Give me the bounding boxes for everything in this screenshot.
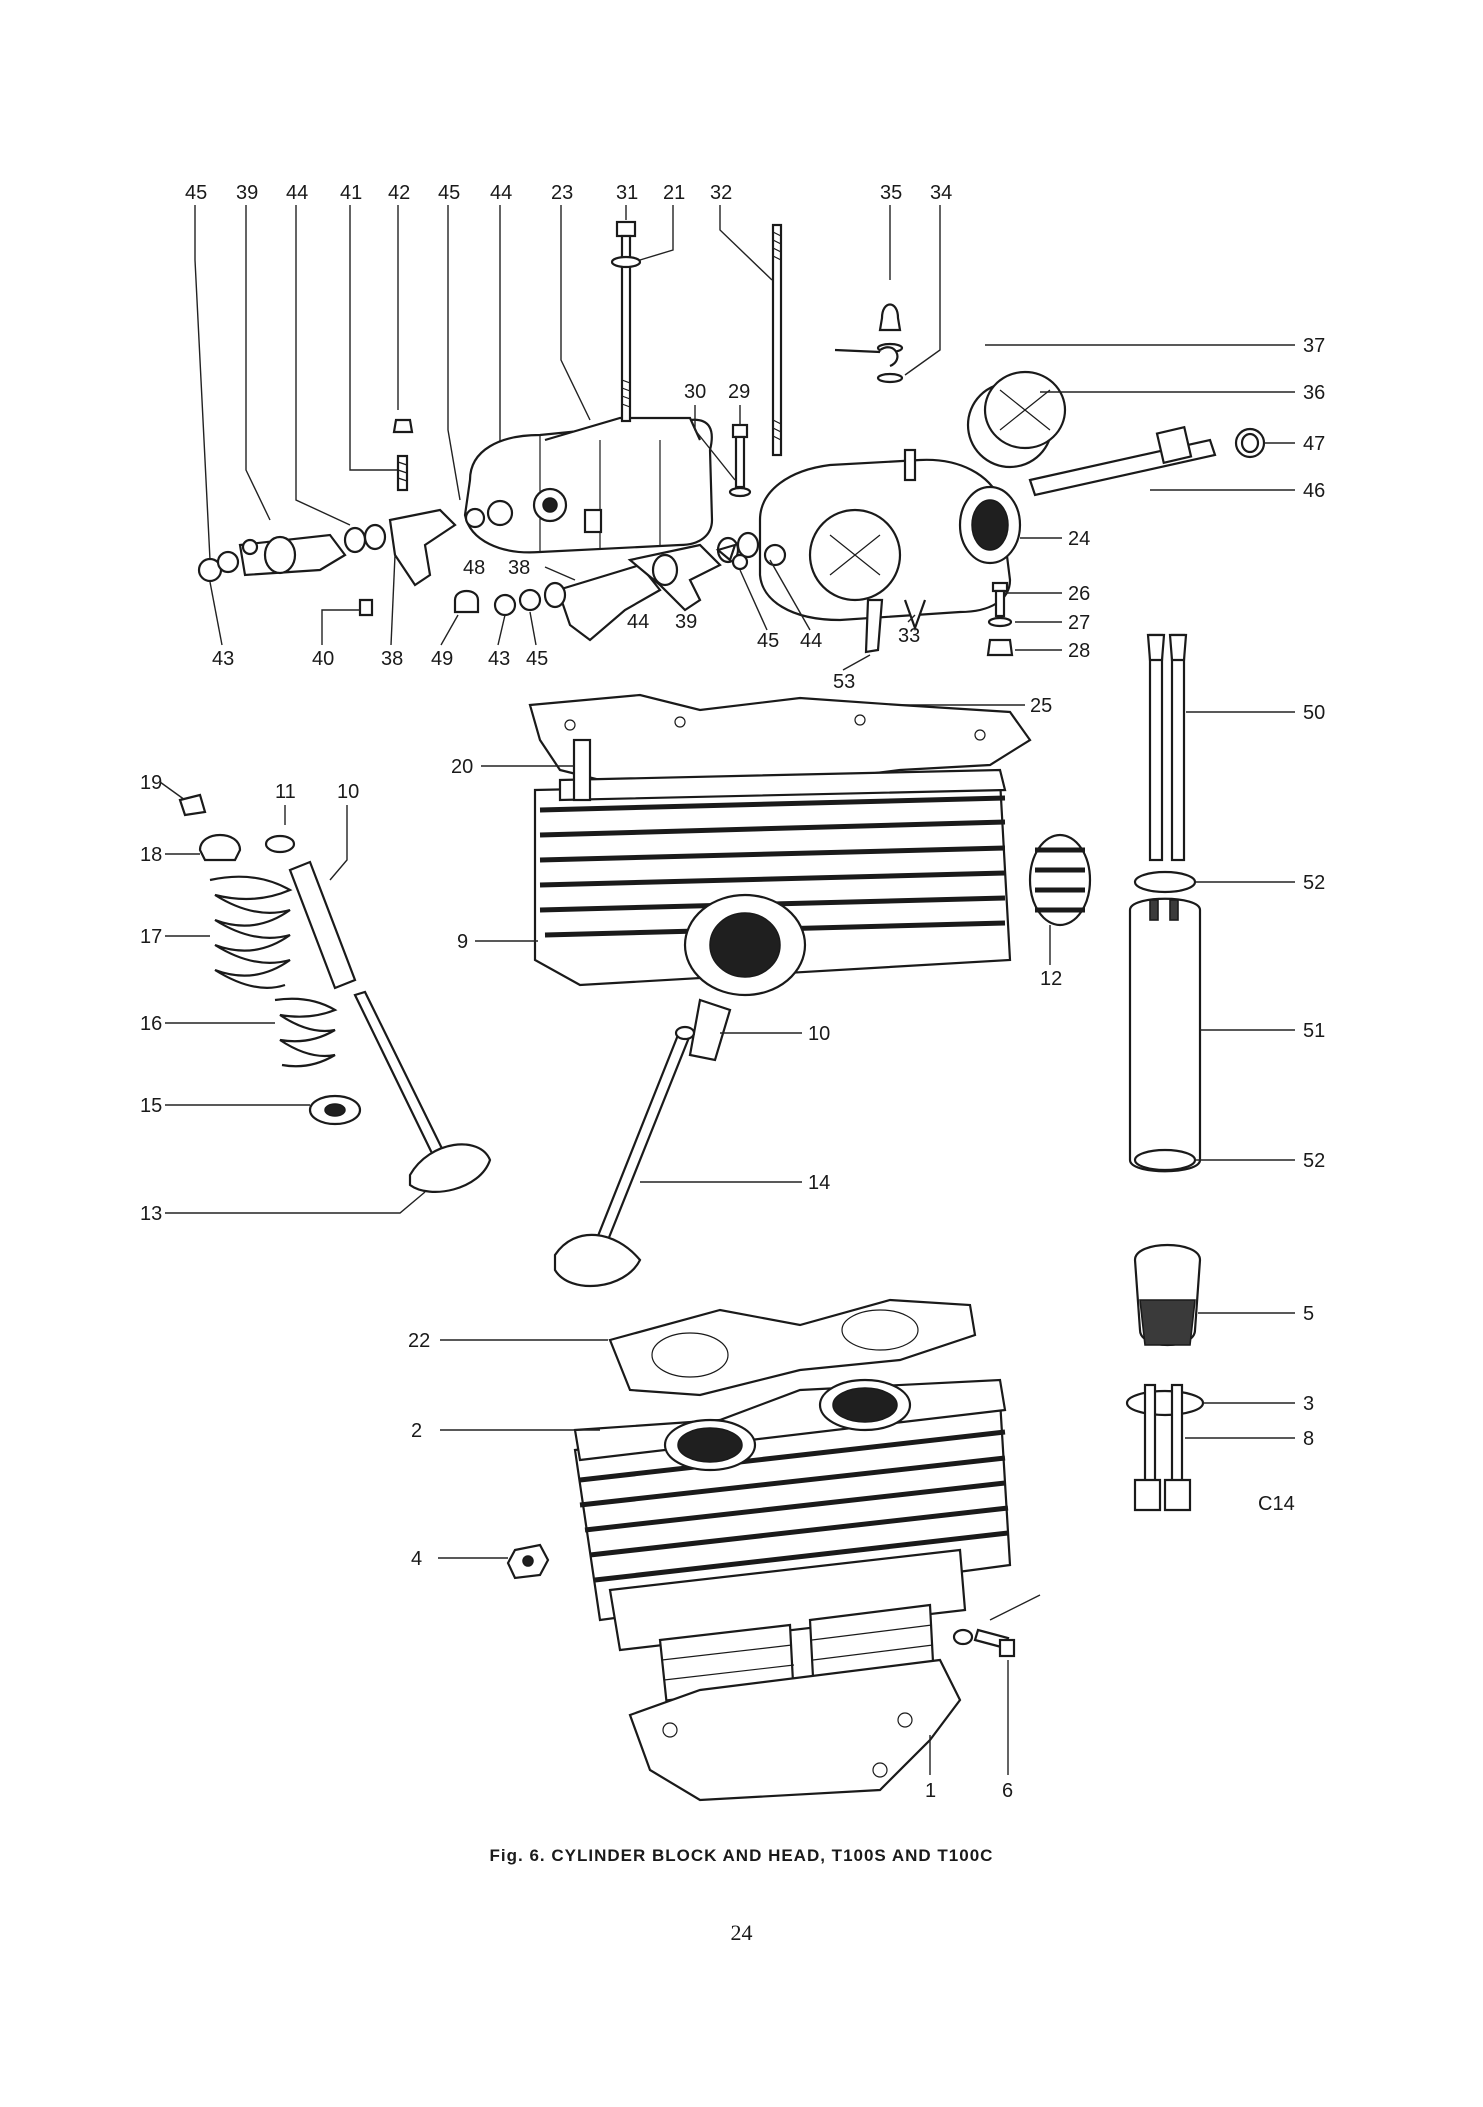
callout-14: 14 — [808, 1172, 830, 1194]
callout-45: 45 — [757, 630, 779, 652]
callout-5: 5 — [1303, 1303, 1314, 1325]
rocker-box-right — [758, 448, 1022, 632]
rocker-arms-left — [197, 418, 457, 617]
callout-44: 44 — [286, 182, 308, 204]
callout-27: 27 — [1068, 612, 1090, 634]
callout-16: 16 — [140, 1013, 162, 1035]
oil-feed-pipe — [1028, 425, 1266, 497]
inspection-cap — [966, 370, 1067, 469]
callout-50: 50 — [1303, 702, 1325, 724]
callout-51: 51 — [1303, 1020, 1325, 1042]
nut-4: 4 — [411, 1543, 550, 1580]
callout-38: 38 — [381, 648, 403, 670]
callout-11: 11 — [275, 781, 296, 803]
callout-39: 39 — [675, 611, 697, 633]
callout-2: 2 — [411, 1420, 422, 1442]
callout-22: 22 — [408, 1330, 430, 1352]
studs — [610, 220, 783, 457]
top-callout-row: 45 39 44 41 42 45 44 23 31 21 32 35 34 — [185, 182, 952, 204]
valve-exhaust — [553, 1025, 696, 1288]
valve-parts-left: 19 11 10 18 17 16 15 13 — [140, 772, 492, 1225]
callout-12: 12 — [1040, 968, 1062, 990]
callout-20: 20 — [451, 756, 473, 778]
push-rod-parts: 50 52 51 52 — [1128, 633, 1325, 1173]
callout-45: 45 — [185, 182, 207, 204]
callout-23: 23 — [551, 182, 573, 204]
callout-38: 38 — [508, 557, 530, 579]
callout-13: 13 — [140, 1203, 162, 1225]
callout-53: 53 — [833, 671, 855, 693]
top-leader-lines — [194, 205, 941, 561]
callout-36: 36 — [1303, 382, 1325, 404]
callout-44: 44 — [490, 182, 512, 204]
callout-1: 1 — [925, 1780, 936, 1802]
figure-caption: Fig. 6. CYLINDER BLOCK AND HEAD, T100S A… — [489, 1846, 994, 1865]
callout-4: 4 — [411, 1548, 422, 1570]
callout-28: 28 — [1068, 640, 1090, 662]
head-gasket: 22 — [408, 1298, 977, 1397]
callout-47: 47 — [1303, 433, 1325, 455]
right-top-callouts: 37 36 47 46 24 26 27 28 — [985, 335, 1325, 662]
callout-18: 18 — [140, 844, 162, 866]
callout-29: 29 — [728, 381, 750, 403]
cap-nut-and-washers — [834, 303, 904, 384]
callout-37: 37 — [1303, 335, 1325, 357]
callout-46: 46 — [1303, 480, 1325, 502]
page-number: 24 — [730, 1920, 753, 1945]
callout-32: 32 — [710, 182, 732, 204]
callout-15: 15 — [140, 1095, 162, 1117]
callout-9: 9 — [457, 931, 468, 953]
bottom-row-left-callouts: 43 40 38 49 43 45 — [209, 554, 548, 670]
figure-code: C14 — [1258, 1493, 1295, 1515]
cylinder-block: 2 — [411, 1378, 1012, 1802]
callout-26: 26 — [1068, 583, 1090, 605]
callout-45: 45 — [438, 182, 460, 204]
callout-19: 19 — [140, 772, 162, 794]
callout-30: 30 — [684, 381, 706, 403]
callout-34: 34 — [930, 182, 952, 204]
callout-44: 44 — [800, 630, 822, 652]
callout-17: 17 — [140, 926, 162, 948]
callout-45: 45 — [526, 648, 548, 670]
callout-41: 41 — [340, 182, 362, 204]
callout-39: 39 — [236, 182, 258, 204]
callout-42: 42 — [388, 182, 410, 204]
callout-44: 44 — [627, 611, 649, 633]
callout-8: 8 — [1303, 1428, 1314, 1450]
callout-40: 40 — [312, 648, 334, 670]
callout-10: 10 — [808, 1023, 830, 1045]
callout-31: 31 — [616, 182, 638, 204]
rocker-arms-center — [453, 423, 884, 654]
callout-6: 6 — [1002, 1780, 1013, 1802]
callout-25: 25 — [1030, 695, 1052, 717]
callout-49: 49 — [431, 648, 453, 670]
head-callouts: 20 9 12 10 14 — [451, 756, 1062, 1194]
callout-21: 21 — [663, 182, 685, 204]
callout-52: 52 — [1303, 1150, 1325, 1172]
bolts-26-28 — [986, 581, 1014, 657]
callout-43: 43 — [212, 648, 234, 670]
rocker-row-callouts: 30 29 48 38 44 39 45 44 33 53 25 — [463, 381, 1052, 717]
callout-48: 48 — [463, 557, 485, 579]
callout-52: 52 — [1303, 872, 1325, 894]
callout-43: 43 — [488, 648, 510, 670]
callout-35: 35 — [880, 182, 902, 204]
tappet-block-parts: 5 3 8 C14 — [1125, 1244, 1314, 1515]
rocker-box-left — [463, 416, 714, 554]
callout-33: 33 — [898, 625, 920, 647]
base-bolt: 6 1 — [925, 1594, 1041, 1802]
callout-3: 3 — [1303, 1393, 1314, 1415]
callout-10: 10 — [337, 781, 359, 803]
callout-24: 24 — [1068, 528, 1090, 550]
cylinder-head — [533, 738, 1092, 1062]
